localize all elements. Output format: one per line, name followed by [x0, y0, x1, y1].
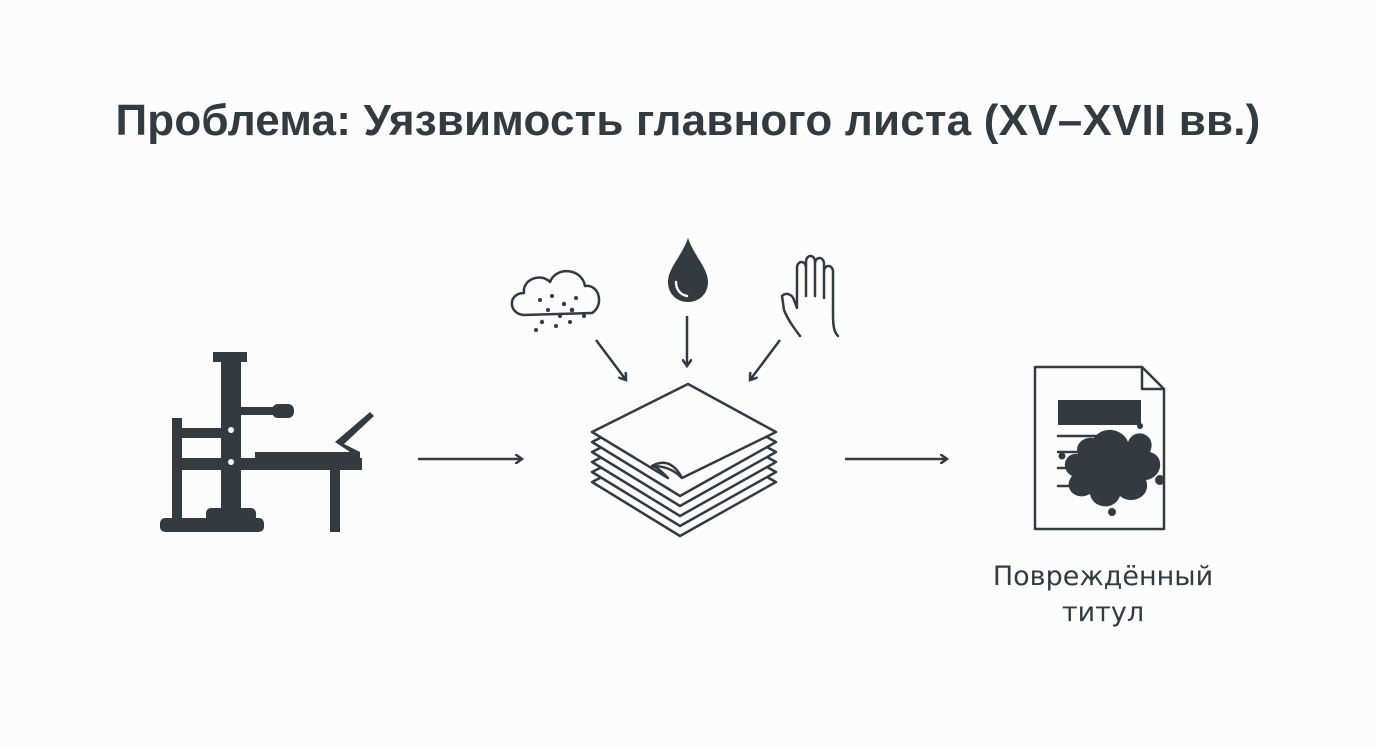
result-caption-line2: титул — [1061, 597, 1145, 628]
damaged-document-icon — [1033, 365, 1166, 531]
paper-stack-icon — [590, 382, 778, 538]
hand-icon — [780, 254, 840, 338]
diagram-title: Проблема: Уязвимость главного листа (XV–… — [115, 96, 1261, 145]
arrow-dust-to-stack — [595, 339, 626, 380]
printing-press-icon — [160, 352, 374, 532]
arrow-hand-to-stack — [750, 339, 781, 380]
result-caption-line1: Повреждённый — [992, 561, 1214, 592]
water-drop-icon — [668, 238, 708, 302]
dust-cloud-icon — [510, 270, 601, 332]
